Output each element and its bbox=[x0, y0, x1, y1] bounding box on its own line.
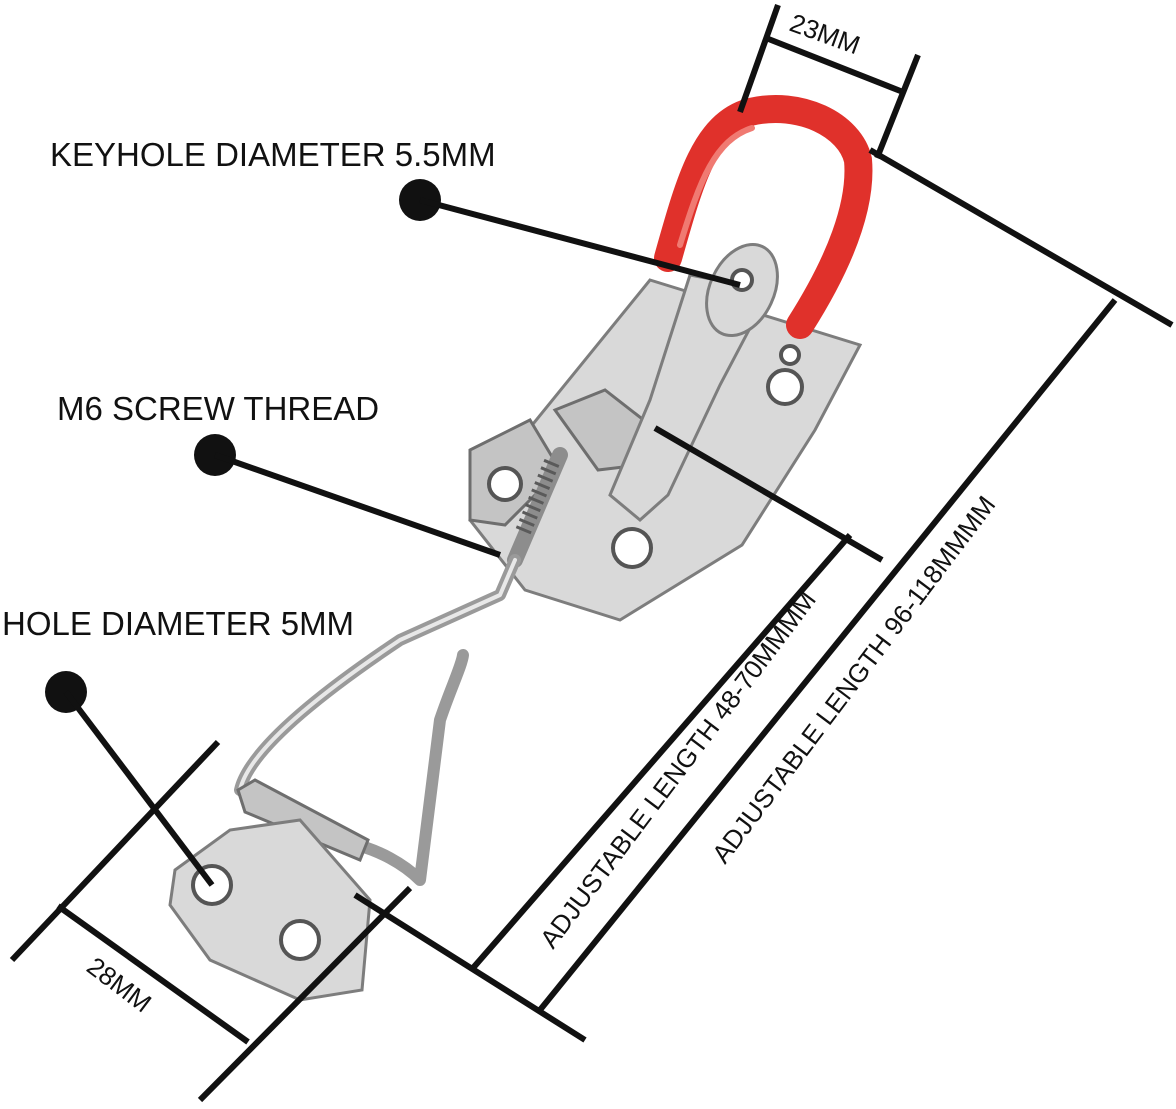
threaded-screw bbox=[507, 447, 568, 568]
base-mounting-hole bbox=[779, 344, 801, 366]
latch-illustration bbox=[168, 94, 873, 1002]
callout-hole bbox=[45, 671, 215, 887]
base-mounting-hole bbox=[766, 368, 804, 406]
dimension-line bbox=[537, 298, 1118, 1012]
dimension-bottom-width-label: 28MM bbox=[81, 951, 157, 1018]
leader-line bbox=[63, 690, 215, 887]
extension-line bbox=[353, 892, 587, 1043]
label-m6-screw-thread: M6 SCREW THREAD bbox=[57, 390, 379, 427]
callout-keyhole bbox=[399, 179, 741, 288]
label-keyhole-diameter: KEYHOLE DIAMETER 5.5MM bbox=[50, 136, 496, 173]
extension-line bbox=[874, 53, 921, 160]
catch-plate bbox=[168, 818, 372, 1002]
dimension-line bbox=[56, 903, 250, 1045]
callout-screw bbox=[194, 434, 501, 558]
extension-line bbox=[9, 739, 221, 963]
catch-mounting-hole bbox=[279, 919, 321, 961]
extension-line bbox=[868, 147, 1174, 328]
bracket-rivet bbox=[487, 466, 523, 502]
dimension-line bbox=[470, 533, 853, 970]
dimension-line bbox=[764, 35, 905, 95]
base-mounting-hole bbox=[611, 527, 653, 569]
red-handle-grip bbox=[654, 94, 873, 339]
extension-line bbox=[737, 3, 781, 114]
extension-line bbox=[197, 885, 413, 1103]
leader-line bbox=[214, 452, 501, 558]
leader-line bbox=[419, 197, 741, 288]
hook-crossbar bbox=[236, 778, 370, 862]
label-hole-diameter: HOLE DIAMETER 5MM bbox=[2, 605, 354, 642]
